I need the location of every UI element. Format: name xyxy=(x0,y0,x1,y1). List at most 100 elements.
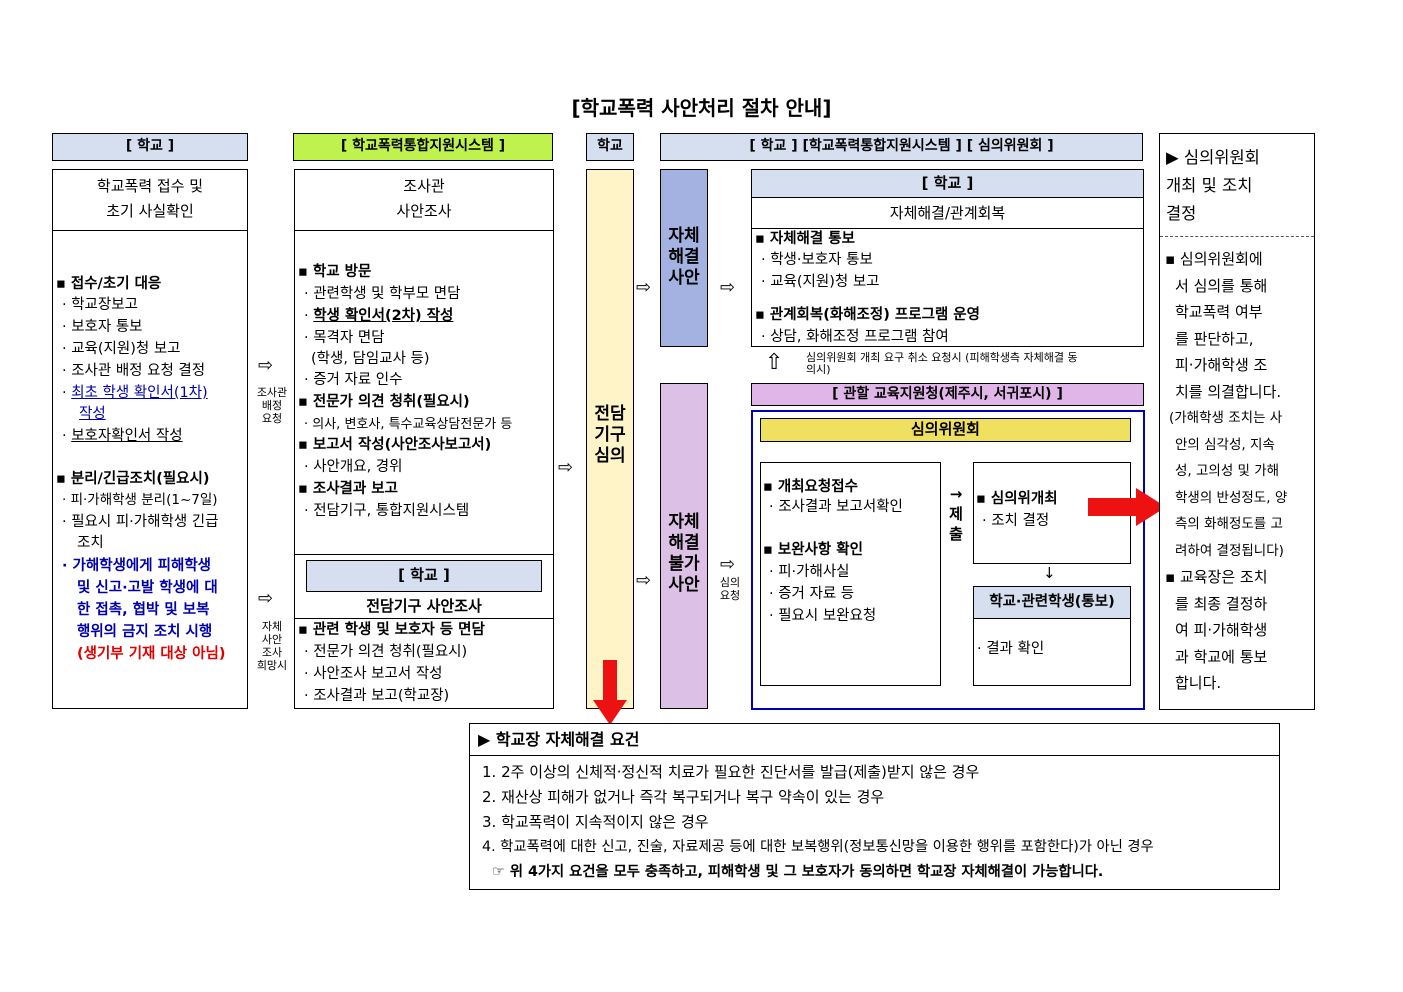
requirements-panel: ▶ 학교장 자체해결 요건 1. 2주 이상의 신체적·정신적 치료가 필요한 … xyxy=(469,723,1280,890)
col1-panel: 학교폭력 접수 및 초기 사실확인 ▪ 접수/초기 대응 · 학교장보고 · 보… xyxy=(52,169,248,709)
col2-header: [ 학교폭력통합지원시스템 ] xyxy=(293,133,553,161)
col2-s2-item: · 의사, 변호사, 특수교육상담전문가 등 xyxy=(304,417,513,432)
cancel-note: 심의위원회 개최 요구 취소 요청시 (피해학생측 자체해결 동 xyxy=(806,351,1078,364)
conn1-upper-label: 배정 xyxy=(261,399,283,412)
notify-box: 학교·관련학생(통보) · 결과 확인 xyxy=(973,586,1131,686)
col5-body-line: 를 판단하고, xyxy=(1175,329,1254,348)
col2-sub-item: · 조사결과 보고(학교장) xyxy=(304,688,450,704)
col2-s4-item: · 전담기구, 통합지원시스템 xyxy=(304,503,470,519)
col5-panel: ▶ 심의위원회 개최 및 조치 결정 ▪ 심의위원회에 서 심의를 통해 학교폭… xyxy=(1159,133,1315,710)
conn-lower-label: 심의 xyxy=(719,576,741,589)
col1-s1-item: · 보호자 통보 xyxy=(62,319,143,335)
submit-arrow-icon: → xyxy=(949,485,963,503)
office-bar: [ 관할 교육지원청(제주시, 서귀포시) ] xyxy=(751,383,1144,406)
right-arrow-icon: ⇨ xyxy=(720,554,736,575)
col1-first-confirm-link: 최초 학생 확인서(1차) xyxy=(71,385,208,401)
request-s1-item: · 조사결과 보고서확인 xyxy=(769,499,903,515)
resolve-s1-item: · 교육(지원)청 보고 xyxy=(761,274,880,290)
col1-title-2: 초기 사실확인 xyxy=(106,202,194,220)
red-right-arrow-icon xyxy=(1088,488,1166,526)
notify-item: · 결과 확인 xyxy=(977,641,1045,657)
col5-body-line: 치를 의결합니다. xyxy=(1175,382,1282,401)
col2-s3-title: ▪ 보고서 작성(사안조사보고서) xyxy=(298,437,492,453)
col3-label: 심의 xyxy=(594,446,626,466)
col1-s1-item: · 조사관 배정 요청 결정 xyxy=(62,363,206,379)
col1-s1-item: · 교육(지원)청 보고 xyxy=(62,341,181,357)
conn1-lower-label: 자체 xyxy=(261,620,283,633)
col5-title: 결정 xyxy=(1166,204,1197,223)
col5-body-line: 성, 고의성 및 가해 xyxy=(1175,463,1280,479)
conn1-lower-label: 사안 xyxy=(261,633,283,646)
col2-s1-title: ▪ 학교 방문 xyxy=(298,264,372,280)
right-arrow-icon: ⇨ xyxy=(720,277,736,298)
col2-sub-header: [ 학교 ] xyxy=(306,560,542,592)
down-arrow-icon: ↓ xyxy=(1043,564,1056,582)
self-resolve-label: 사안 xyxy=(668,268,700,288)
requirements-title: ▶ 학교장 자체해결 요건 xyxy=(470,724,1279,756)
requirement-item: 2. 재산상 피해가 없거나 즉각 복구되거나 복구 약속이 있는 경우 xyxy=(482,788,885,806)
col5-body-line: 학교폭력 여부 xyxy=(1175,303,1263,321)
col5-body-line: 를 최종 결정하 xyxy=(1175,594,1268,613)
col3-label: 전담 xyxy=(594,404,626,424)
resolve-header: [ 학교 ] xyxy=(752,170,1143,198)
col5-body-line: 서 심의를 통해 xyxy=(1175,276,1268,295)
col1-title-1: 학교폭력 접수 및 xyxy=(96,177,204,195)
col1-s1-title: ▪ 접수/초기 대응 xyxy=(56,276,162,292)
requirement-item: 1. 2주 이상의 신체적·정신적 치료가 필요한 진단서를 발급(제출)받지 … xyxy=(482,763,980,781)
col2-s4-title: ▪ 조사결과 보고 xyxy=(298,481,398,497)
col2-sub-title: 전담기구 사안조사 xyxy=(366,597,482,615)
col2-title-2: 사안조사 xyxy=(396,202,452,220)
col1-s2-blue: · 가해학생에게 피해학생 xyxy=(62,558,212,574)
col1-header: [ 학교 ] xyxy=(52,133,248,161)
notify-title: 학교·관련학생(통보) xyxy=(974,587,1130,619)
meeting-item: · 조치 결정 xyxy=(982,513,1050,529)
col2-s2-title: ▪ 전문가 의견 청취(필요시) xyxy=(298,394,470,410)
col5-body-line: ▪ 심의위원회에 xyxy=(1165,250,1263,268)
resolve-s1-title: ▪ 자체해결 통보 xyxy=(755,231,855,247)
conn-lower-label: 요청 xyxy=(719,589,741,602)
col1-s2-blue: 행위의 금지 조치 시행 xyxy=(77,624,213,640)
col1-guardian-confirm: 보호자확인서 작성 xyxy=(71,428,183,444)
col1-s1-item: · 학교장보고 xyxy=(62,297,138,313)
submit-label: 제 xyxy=(949,505,963,523)
resolve-panel: [ 학교 ] 자체해결/관계회복 ▪ 자체해결 통보 · 학생·보호자 통보 ·… xyxy=(751,169,1144,347)
self-resolve-label: 해결 xyxy=(668,247,700,267)
col1-s2-title: ▪ 분리/긴급조치(필요시) xyxy=(56,471,210,487)
right-arrow-icon: ⇨ xyxy=(636,570,652,591)
non-resolve-label: 불가 xyxy=(668,554,700,574)
non-resolve-label: 자체 xyxy=(668,512,700,532)
col5-body-line: 려하여 결정됩니다) xyxy=(1175,542,1284,559)
resolve-s1-item: · 학생·보호자 통보 xyxy=(761,252,873,268)
col5-body-line: ▪ 교육장은 조치 xyxy=(1165,568,1268,586)
col2-title-1: 조사관 xyxy=(403,177,445,195)
red-down-arrow-icon xyxy=(593,660,627,725)
col1-s2-red: (생기부 기재 대상 아님) xyxy=(77,646,226,662)
col5-body-line: 안의 심각성, 지속 xyxy=(1175,436,1275,453)
col3-label: 기구 xyxy=(594,425,626,445)
col2-student-confirm: 학생 확인서(2차) 작성 xyxy=(313,308,454,324)
col2-s3-item: · 사안개요, 경위 xyxy=(304,459,403,475)
submit-label: 출 xyxy=(949,525,963,543)
request-s2-title: ▪ 보완사항 확인 xyxy=(763,542,863,558)
request-s2-item: · 피·가해사실 xyxy=(769,564,850,580)
col4-header: [ 학교 ] [학교폭력통합지원시스템 ] [ 심의위원회 ] xyxy=(660,133,1143,161)
self-resolve-column: 자체 해결 사안 xyxy=(660,169,708,347)
col1-s2-item: 조치 xyxy=(77,535,104,551)
request-box: ▪ 개최요청접수 · 조사결과 보고서확인 ▪ 보완사항 확인 · 피·가해사실… xyxy=(760,462,941,686)
col5-body-line: 측의 화해정도를 고 xyxy=(1175,516,1283,532)
col1-first-confirm-link-2: 작성 xyxy=(79,406,106,422)
non-resolve-column: 자체 해결 불가 사안 xyxy=(660,383,708,709)
conn1-upper-label: 요청 xyxy=(261,412,283,425)
right-arrow-icon: ⇨ xyxy=(558,457,574,478)
requirement-item: 3. 학교폭력이 지속적이지 않은 경우 xyxy=(482,813,709,831)
pointing-hand-icon: ☞ xyxy=(492,864,505,880)
resolve-s2-item: · 상담, 화해조정 프로그램 참여 xyxy=(761,329,949,345)
col2-s1-item: (학생, 담임교사 등) xyxy=(311,351,430,367)
self-resolve-label: 자체 xyxy=(668,226,700,246)
col5-title: 개최 및 조치 xyxy=(1166,176,1253,195)
right-arrow-icon: ⇨ xyxy=(636,277,652,298)
col2-s1-item: · 목격자 면담 xyxy=(304,330,385,346)
col3-header: 학교 xyxy=(586,133,634,161)
committee-bar: 심의위원회 xyxy=(760,418,1131,442)
col5-body-line: 합니다. xyxy=(1175,674,1222,692)
